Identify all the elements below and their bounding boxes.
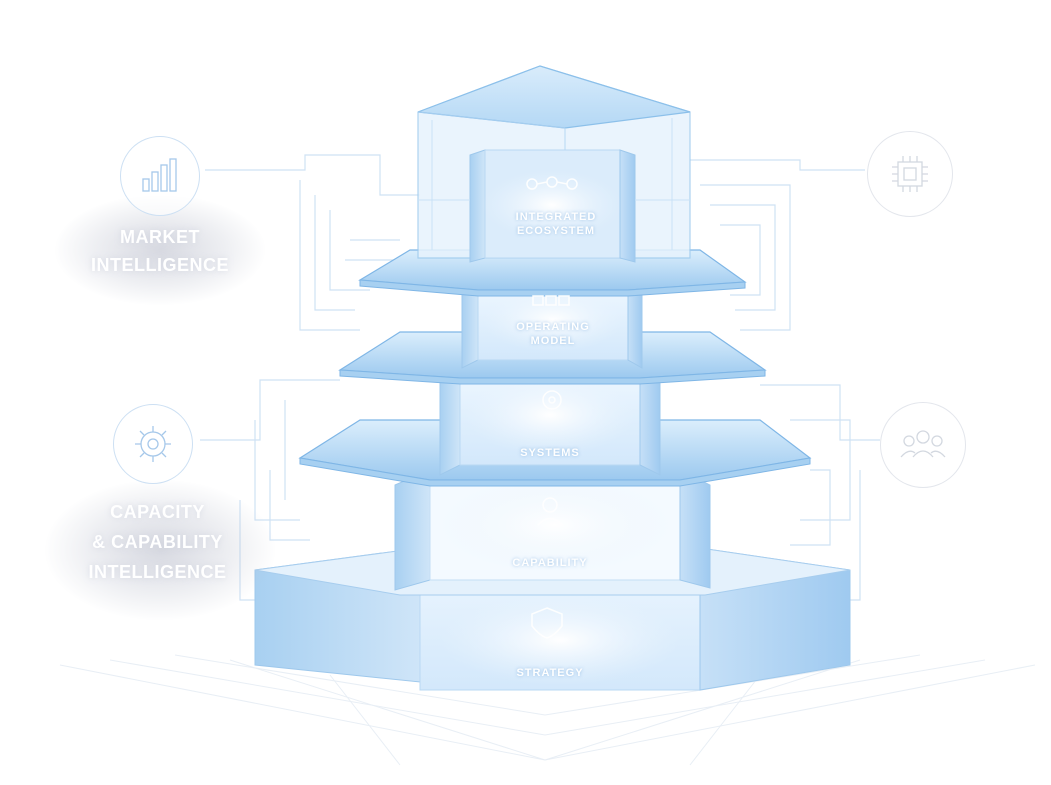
tier-fourth <box>394 469 711 591</box>
circuit-lines-right <box>690 159 880 601</box>
tier-top-line2: ECOSYSTEM <box>516 225 596 237</box>
shield-icon <box>531 607 563 639</box>
tier-fourth-text: CAPABILITY <box>490 556 610 570</box>
floor-grid <box>59 654 1036 766</box>
tier-fourth-line1: CAPABILITY <box>512 557 588 569</box>
chip-icon <box>867 131 953 217</box>
tier-second-line2: MODEL <box>530 335 576 347</box>
tier-top-text: INTEGRATED ECOSYSTEM <box>496 210 616 238</box>
tier-glyphs <box>526 176 578 639</box>
capacity-label-line2: & CAPABILITY <box>92 532 223 552</box>
cog-small-icon <box>542 390 562 410</box>
market-label-line1: MARKET <box>120 227 200 247</box>
capacity-halo <box>45 480 275 620</box>
tier-third <box>439 367 661 476</box>
tier-base-text: STRATEGY <box>490 666 610 680</box>
circuit-lines-left <box>200 154 420 601</box>
tier-top <box>417 65 691 263</box>
tier-third-text: SYSTEMS <box>490 446 610 460</box>
tier-top-line1: INTEGRATED <box>515 211 597 223</box>
market-intelligence-label: MARKET INTELLIGENCE <box>60 223 260 279</box>
blocks-icon <box>532 295 570 306</box>
network-icon <box>526 176 578 190</box>
capacity-intelligence-label: CAPACITY & CAPABILITY INTELLIGENCE <box>55 497 260 587</box>
team-icon <box>880 402 966 488</box>
roof-first <box>358 249 747 297</box>
gear-icon <box>113 404 193 484</box>
tier-base-line1: STRATEGY <box>516 667 584 679</box>
tier-second <box>461 283 643 369</box>
person-icon <box>537 497 563 526</box>
tier-third-line1: SYSTEMS <box>520 447 580 459</box>
market-label-line2: INTELLIGENCE <box>90 255 229 275</box>
capacity-label-line1: CAPACITY <box>110 502 205 522</box>
tier-second-line1: OPERATING <box>516 321 590 333</box>
tier-second-text: OPERATING MODEL <box>493 320 613 348</box>
capacity-label-line3: INTELLIGENCE <box>88 562 227 582</box>
bar-chart-icon <box>120 136 200 216</box>
